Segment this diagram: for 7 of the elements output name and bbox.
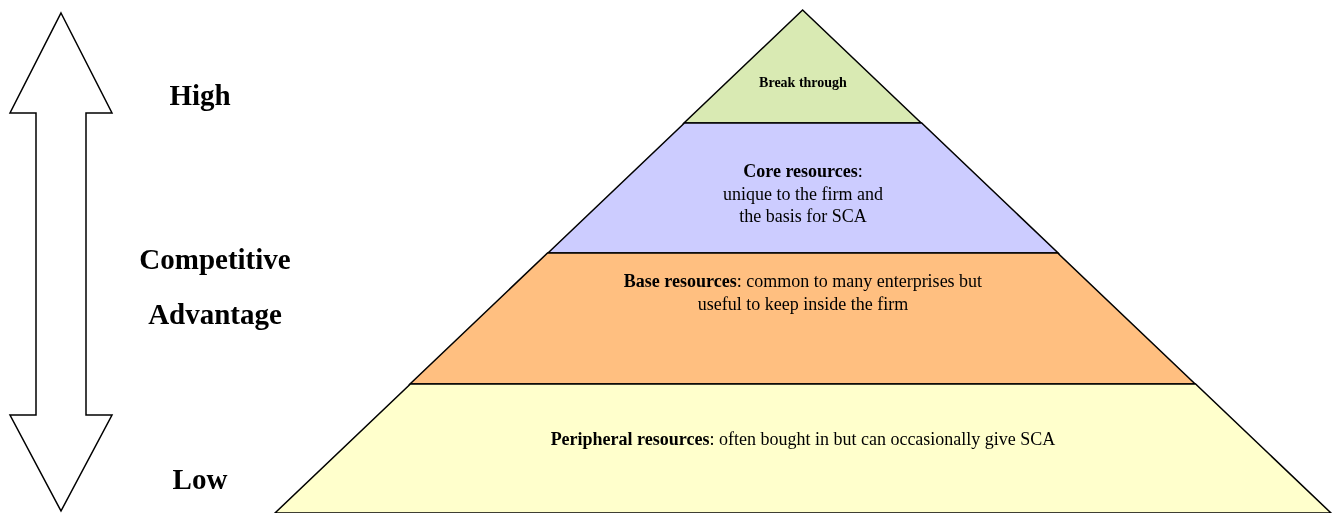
- axis-label: Competitive Advantage: [138, 242, 292, 332]
- tier-label: Base resources: common to many enterprises but useful to keep inside the firm: [622, 270, 984, 315]
- axis-label: High: [168, 78, 232, 113]
- axis-label: Low: [171, 462, 229, 497]
- tier-label: Break through: [758, 74, 848, 92]
- tier-label: Core resources: unique to the firm and the basis for SCA: [723, 160, 883, 228]
- tier-label: Peripheral resources: often bought in but can occasionally give SCA: [549, 428, 1057, 451]
